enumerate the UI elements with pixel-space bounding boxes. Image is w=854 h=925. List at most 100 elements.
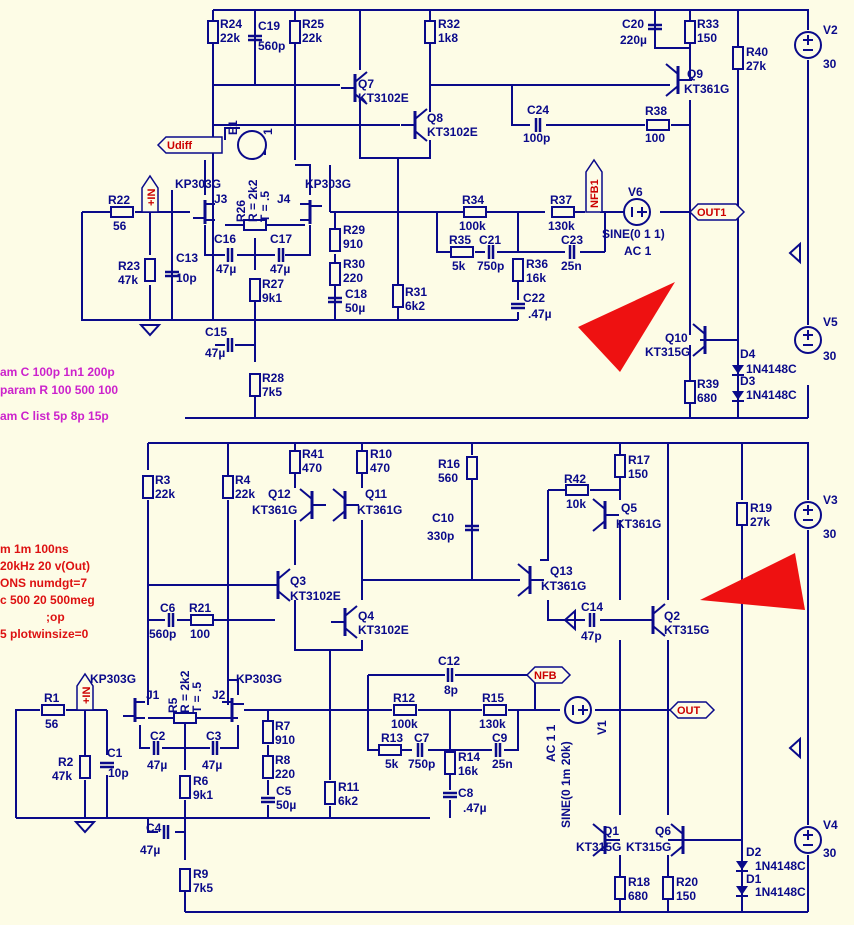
v2-value: 30 [823, 57, 837, 71]
q6-ref: Q6 [655, 824, 671, 838]
top-plus-in-label: +IN [141, 174, 159, 213]
r12-body [393, 704, 417, 716]
d2-ref: D2 [746, 845, 762, 859]
r18-value: 680 [628, 889, 648, 903]
r33-value: 150 [697, 31, 717, 45]
q4-value: KT3102E [358, 623, 409, 637]
c8-ref: C8 [458, 786, 474, 800]
r14-body [444, 751, 456, 775]
bottom-marker-triangle [700, 553, 805, 610]
d1-diode [735, 885, 749, 897]
out1-net-label: OUT1 [688, 203, 746, 221]
r23-value: 47k [118, 273, 138, 287]
q8-transistor [399, 107, 429, 143]
j3-value: KP303G [175, 177, 221, 191]
r21-ref: R21 [189, 601, 211, 615]
svg-text:+IN: +IN [146, 189, 158, 206]
v3-ref: V3 [823, 493, 838, 507]
q11-transistor [331, 487, 361, 523]
r24-body [207, 20, 219, 44]
bottom-wires [15, 442, 809, 913]
j2-value: KP303G [236, 672, 282, 686]
j2-ref: J2 [212, 688, 226, 702]
directive-options: ONS numdgt=7 [0, 576, 87, 590]
r29-ref: R29 [343, 223, 365, 237]
c24-ref: C24 [527, 103, 549, 117]
v4-ref: V4 [823, 818, 838, 832]
c5-body [259, 796, 277, 804]
out-net-label: OUT [668, 701, 716, 719]
r41-value: 470 [302, 461, 322, 475]
r29-body [329, 228, 341, 252]
r6-body [179, 775, 191, 799]
d4-ref: D4 [740, 347, 756, 361]
c5-value: 50µ [276, 798, 296, 812]
r18-ref: R18 [628, 875, 650, 889]
svg-text:Udiff: Udiff [167, 140, 192, 152]
r36-ref: R36 [526, 257, 548, 271]
v6-ac: AC 1 [624, 244, 652, 258]
r23-body [144, 258, 156, 282]
v4-value: 30 [823, 846, 837, 860]
ground-icon [75, 821, 95, 833]
r37-ref: R37 [550, 193, 572, 207]
r38-body [646, 119, 670, 131]
r36-value: 16k [526, 271, 546, 285]
q4-transistor [329, 604, 359, 640]
directive-op: ;op [46, 610, 65, 624]
r40-ref: R40 [746, 45, 768, 59]
r39-body [684, 380, 696, 404]
c10-value: 330p [427, 529, 454, 543]
d2-diode [735, 860, 749, 872]
r31-body [392, 284, 404, 308]
q8-ref: Q8 [427, 111, 443, 125]
d4-value: 1N4148C [746, 362, 797, 376]
r8-value: 220 [275, 767, 295, 781]
v4-source [794, 826, 822, 854]
r8-ref: R8 [275, 753, 291, 767]
nfb1-net-label: NFB1 [585, 158, 603, 213]
q8-value: KT3102E [427, 125, 478, 139]
bottom-plus-in-label: +IN [76, 672, 94, 711]
r4-ref: R4 [235, 473, 251, 487]
c2-ref: C2 [150, 729, 166, 743]
r28-body [249, 373, 261, 397]
v1-ac: AC 1 1 [544, 724, 558, 762]
r22-ref: R22 [108, 193, 130, 207]
r14-value: 16k [458, 764, 478, 778]
j4-value: KP303G [305, 177, 351, 191]
r35-value: 5k [452, 259, 466, 273]
v5-ref: V5 [823, 315, 838, 329]
r27-value: 9k1 [262, 291, 282, 305]
q3-value: KT3102E [290, 589, 341, 603]
r39-ref: R39 [697, 377, 719, 391]
j4-ref: J4 [277, 192, 291, 206]
r25-value: 22k [302, 31, 322, 45]
r11-ref: R11 [338, 780, 360, 794]
c18-value: 50µ [345, 301, 365, 315]
r22-value: 56 [113, 219, 127, 233]
r7-ref: R7 [275, 719, 291, 733]
q5-value: KT361G [616, 517, 661, 531]
q12-transistor [298, 487, 328, 523]
r27-body [249, 278, 261, 302]
v5-value: 30 [823, 349, 837, 363]
directive-step-c: am C 100p 1n1 200p [0, 365, 115, 379]
v1-ref: V1 [595, 720, 609, 735]
r20-body [662, 876, 674, 900]
v5-source [794, 326, 822, 354]
r42-ref: R42 [564, 472, 586, 486]
r32-value: 1k8 [438, 31, 458, 45]
c6-ref: C6 [160, 601, 176, 615]
c24-body [534, 116, 542, 134]
svg-text:NFB: NFB [534, 670, 557, 682]
r8-body [262, 755, 274, 779]
c3-body [211, 739, 219, 757]
directive-ac: c 500 20 500meg [0, 593, 95, 607]
d1-value: 1N4148C [755, 885, 806, 899]
c2-value: 47µ [147, 758, 167, 772]
c22-ref: C22 [523, 291, 545, 305]
c18-ref: C18 [345, 287, 367, 301]
r12-ref: R12 [393, 691, 415, 705]
r25-ref: R25 [302, 17, 324, 31]
